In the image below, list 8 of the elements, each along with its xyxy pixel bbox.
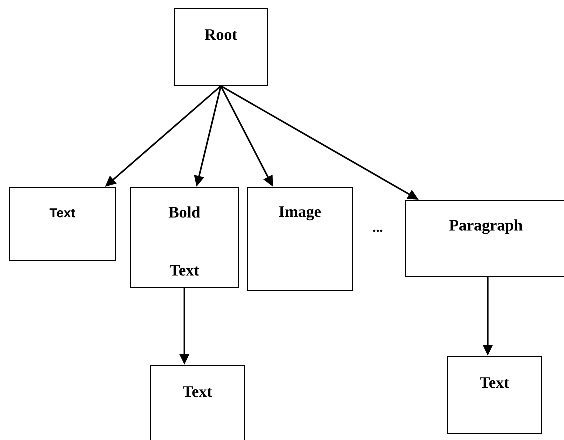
tree-box: Bold Text: [130, 187, 240, 288]
tree-box: Root: [174, 8, 268, 86]
tree-box: Text: [150, 365, 246, 440]
ellipsis: ...: [373, 230, 383, 232]
tree-box: Text: [9, 187, 116, 262]
tree-box: Text: [447, 356, 542, 434]
tree-box: Paragraph: [405, 200, 564, 278]
tree-box: Image: [247, 187, 354, 292]
